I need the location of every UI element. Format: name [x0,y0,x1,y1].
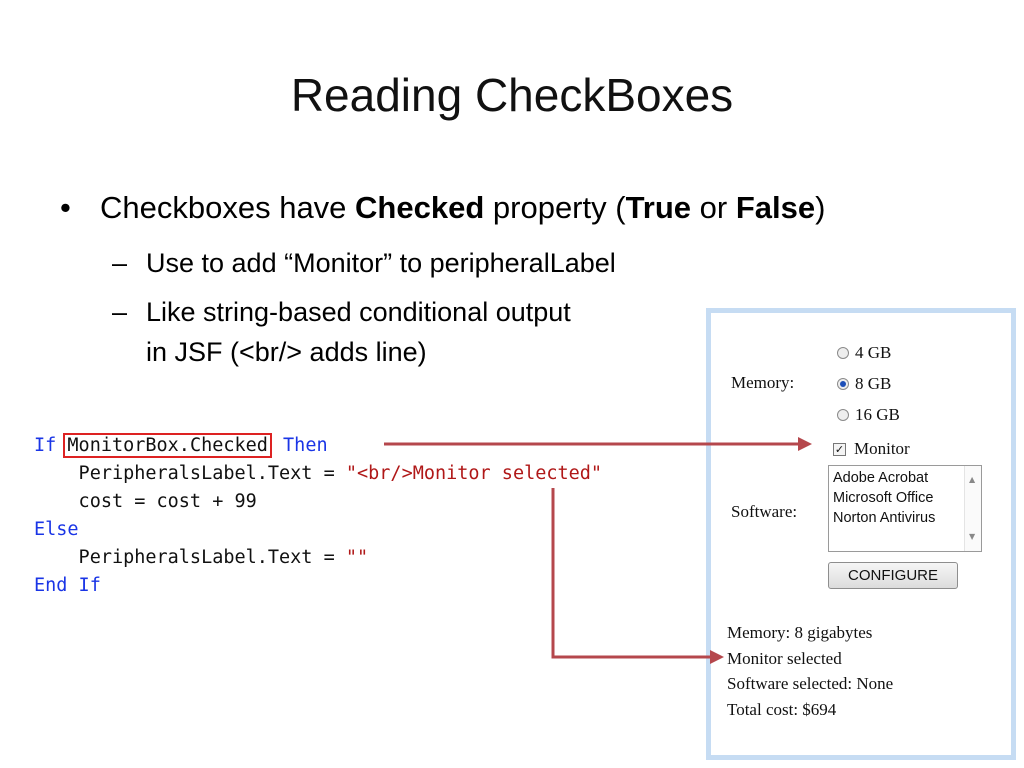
memory-label: Memory: [731,373,795,392]
output-memory: Memory: 8 gigabytes [727,623,873,642]
sub-bullet-2-continuation: in JSF (<br/> adds line) [146,337,427,367]
memory-radio-16gb[interactable]: 16 GB [837,405,900,425]
output-total-cost: Total cost: $694 [727,699,837,719]
output-software: Software selected: None [727,674,894,693]
arrow-checked-to-checkbox [384,437,812,451]
code-line-2: PeripheralsLabel.Text = [34,463,346,484]
bullet-text-2: property ( [484,190,626,225]
radio-label: 4 GB [855,343,892,362]
code-line-5: PeripheralsLabel.Text = [34,547,346,568]
radio-label: 16 GB [855,405,900,424]
configure-button[interactable]: CONFIGURE [828,562,958,589]
bullet-dot: • [60,190,71,225]
sub-bullet-2-text: Like string-based conditional output [146,297,571,327]
scroll-down-icon[interactable]: ▼ [969,532,976,541]
monitor-checkbox[interactable]: ✓ [833,442,846,456]
software-listbox[interactable]: Adobe Acrobat Microsoft Office Norton An… [828,465,982,552]
memory-radio-4gb[interactable]: 4 GB [837,343,891,363]
browser-form-panel: Memory: 4 GB 8 GB 16 GB ✓ Monitor Softwa… [706,308,1016,760]
bullet-bold-checked: Checked [355,190,485,225]
code-block: If MonitorBox.Checked Then PeripheralsLa… [34,432,602,600]
code-string-monitor: "<br/>Monitor selected" [345,463,603,484]
sub-dash: – [112,297,128,327]
sub-bullet-1: –Use to add “Monitor” to peripheralLabel [112,243,616,283]
sub-bullet-1-text: Use to add “Monitor” to peripheralLabel [146,248,616,278]
radio-button[interactable] [837,347,849,359]
slide-title: Reading CheckBoxes [290,69,734,121]
code-string-empty: "" [345,547,369,568]
sub-bullet-2: –Like string-based conditional output in… [112,292,571,372]
listbox-scrollbar[interactable]: ▲ ▼ [964,466,981,551]
software-option[interactable]: Norton Antivirus [833,510,936,526]
arrow-string-to-output [551,488,724,664]
radio-button[interactable] [837,409,849,421]
bullet-text-3: or [691,190,736,225]
code-kw-if: If [34,435,57,456]
software-option[interactable]: Microsoft Office [833,490,934,506]
main-bullet: •Checkboxes have Checked property (True … [60,190,825,226]
output-label: Memory: 8 gigabytes Monitor selected Sof… [727,620,893,722]
output-monitor: Monitor selected [727,648,842,668]
bullet-text-1: Checkboxes have [100,190,356,225]
code-monitor-checked-highlight: MonitorBox.Checked [63,433,272,458]
code-kw-else: Else [34,519,79,540]
code-kw-end-if: End If [34,575,101,596]
software-option[interactable]: Adobe Acrobat [833,470,929,486]
code-line-3: cost = cost + 99 [34,491,257,512]
radio-button-selected[interactable] [837,378,849,390]
software-label: Software: [731,502,798,521]
code-kw-then: Then [283,435,328,456]
radio-label: 8 GB [855,374,892,393]
bullet-bold-true: True [625,190,692,225]
bullet-bold-false: False [735,190,816,225]
memory-radio-8gb[interactable]: 8 GB [837,374,891,394]
scroll-up-icon[interactable]: ▲ [969,475,976,484]
monitor-checkbox-row[interactable]: ✓ Monitor [833,439,910,459]
monitor-checkbox-label: Monitor [854,439,910,458]
bullet-text-4: ) [815,190,826,225]
sub-dash: – [112,248,128,278]
